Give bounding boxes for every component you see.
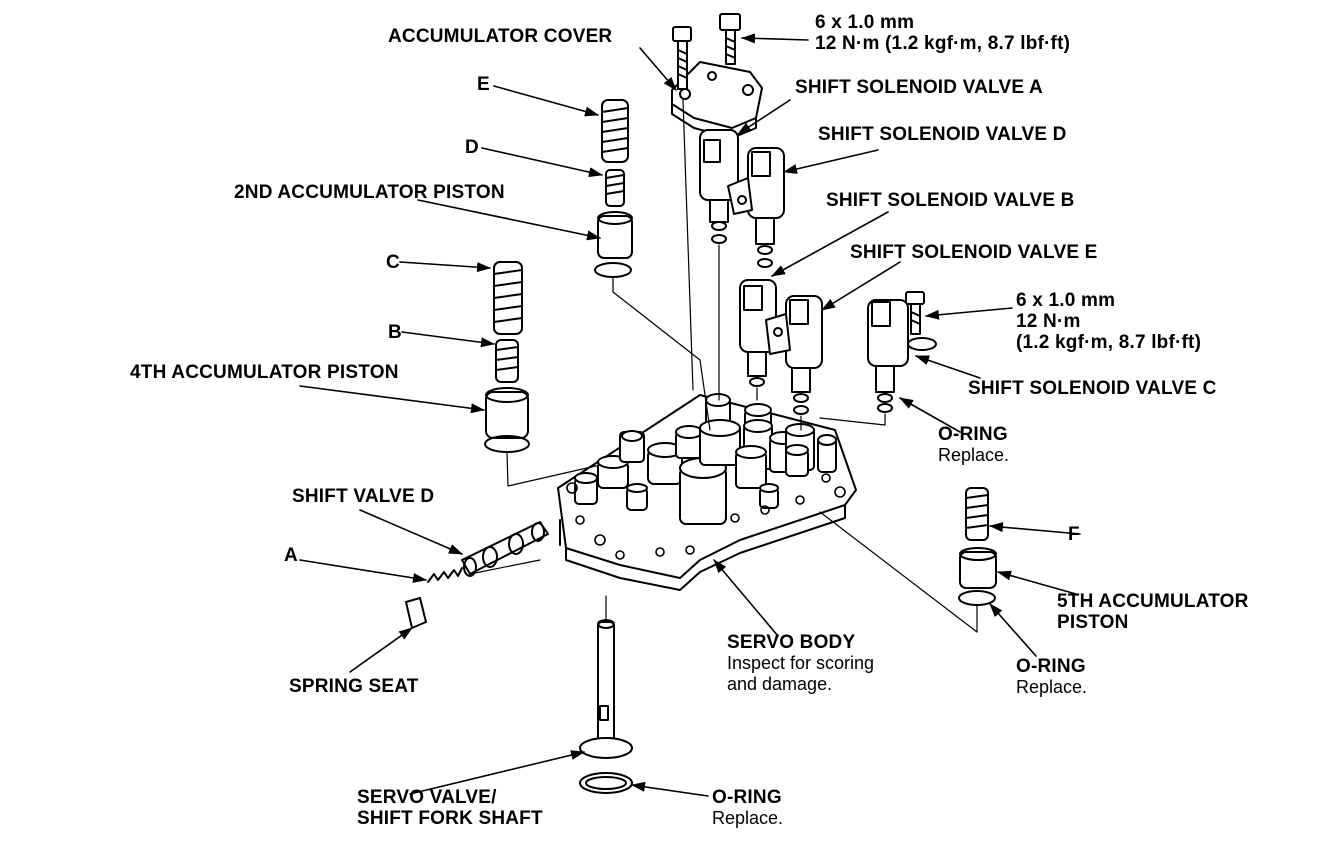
spring-d [605, 169, 625, 207]
servo-valve-shift-fork-shaft [579, 619, 633, 794]
fourth-accumulator-piston [484, 387, 530, 453]
shift-valve-d [461, 521, 549, 577]
label-fifth-accumulator-piston: 5TH ACCUMULATOR PISTON [1057, 591, 1249, 633]
label-oring-shaft: O-RING Replace. [712, 787, 783, 829]
label-letter-a: A [284, 545, 298, 566]
label-oring-piston: O-RING Replace. [1016, 656, 1087, 698]
oring-shaft-note: Replace. [712, 808, 784, 828]
fifth-accumulator-piston-line-2: PISTON [1057, 612, 1129, 633]
label-shift-solenoid-valve-d: SHIFT SOLENOID VALVE D [818, 124, 1067, 145]
spring-f [965, 487, 989, 541]
spring-c [493, 261, 523, 335]
label-shift-solenoid-valve-a: SHIFT SOLENOID VALVE A [795, 77, 1043, 98]
label-servo-body: SERVO BODY Inspect for scoring and damag… [727, 632, 874, 695]
shift-solenoid-valve-e [765, 295, 823, 415]
label-shift-solenoid-valve-c: SHIFT SOLENOID VALVE C [968, 378, 1217, 399]
cover-bolt-left [672, 26, 692, 90]
label-oring-solenoid: O-RING Replace. [938, 424, 1009, 466]
fifth-accumulator-piston [958, 547, 997, 606]
cover-bolt-size: 6 x 1.0 mm [815, 12, 915, 33]
servo-body [557, 393, 857, 591]
accumulator-cover [671, 61, 763, 139]
leader-arrows [299, 33, 1081, 797]
solenoid-c-bolt-torque-2: (1.2 kgf·m, 8.7 lbf·ft) [1016, 332, 1202, 353]
label-letter-f: F [1068, 524, 1080, 545]
servo-body-note-1: Inspect for scoring [727, 653, 875, 673]
label-letter-e: E [477, 74, 490, 95]
shift-solenoid-valve-c [867, 299, 937, 413]
servo-valve-line-2: SHIFT FORK SHAFT [357, 808, 543, 829]
label-second-accumulator-piston: 2ND ACCUMULATOR PISTON [234, 182, 505, 203]
second-accumulator-piston [594, 211, 633, 278]
label-spring-seat: SPRING SEAT [289, 676, 419, 697]
shift-solenoid-valve-a [699, 129, 739, 244]
oring-solenoid-title: O-RING [938, 424, 1008, 445]
label-letter-c: C [386, 252, 400, 273]
servo-valve-line-1: SERVO VALVE/ [357, 787, 497, 808]
spring-a [427, 567, 463, 583]
oring-solenoid-note: Replace. [938, 445, 1010, 465]
fifth-accumulator-piston-line-1: 5TH ACCUMULATOR [1057, 591, 1249, 612]
cover-bolt-torque: 12 N·m (1.2 kgf·m, 8.7 lbf·ft) [815, 33, 1071, 54]
oring-piston-title: O-RING [1016, 656, 1086, 677]
spring-seat [405, 597, 427, 629]
label-shift-valve-d: SHIFT VALVE D [292, 486, 435, 507]
solenoid-c-bolt [905, 291, 925, 335]
spring-b [495, 339, 519, 383]
label-servo-valve: SERVO VALVE/ SHIFT FORK SHAFT [357, 787, 543, 829]
label-cover-bolt-spec: 6 x 1.0 mm 12 N·m (1.2 kgf·m, 8.7 lbf·ft… [815, 12, 1070, 54]
solenoid-c-bolt-size: 6 x 1.0 mm [1016, 290, 1116, 311]
servo-body-title: SERVO BODY [727, 632, 856, 653]
label-shift-solenoid-valve-b: SHIFT SOLENOID VALVE B [826, 190, 1075, 211]
cover-bolt-right [719, 13, 741, 65]
servo-body-note-2: and damage. [727, 674, 833, 694]
alignment-lines [469, 99, 978, 633]
oring-piston-note: Replace. [1016, 677, 1088, 697]
label-solenoid-c-bolt-spec: 6 x 1.0 mm 12 N·m (1.2 kgf·m, 8.7 lbf·ft… [1016, 290, 1201, 353]
oring-shaft-title: O-RING [712, 787, 782, 808]
label-letter-b: B [388, 322, 402, 343]
label-fourth-accumulator-piston: 4TH ACCUMULATOR PISTON [130, 362, 399, 383]
solenoid-c-bolt-torque-1: 12 N·m [1016, 311, 1081, 332]
label-accumulator-cover: ACCUMULATOR COVER [388, 26, 613, 47]
label-letter-d: D [465, 137, 479, 158]
label-shift-solenoid-valve-e: SHIFT SOLENOID VALVE E [850, 242, 1098, 263]
spring-e [601, 99, 629, 163]
shift-solenoid-valve-d [727, 147, 785, 268]
